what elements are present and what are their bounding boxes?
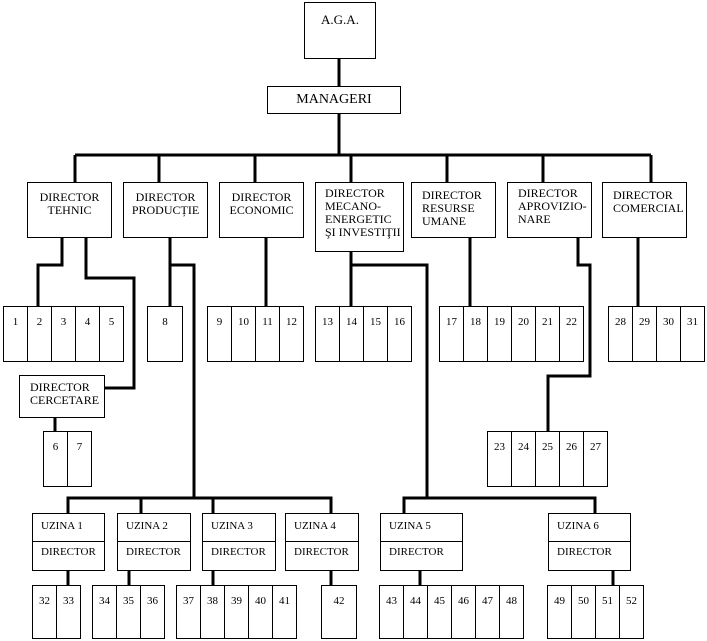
director-box-resurse: DIRECTOR RESURSE UMANE — [411, 182, 496, 238]
unit-cell: 41 — [272, 585, 297, 639]
director-label: DIRECTOR PRODUCȚIE — [131, 190, 200, 217]
unit-cell: 13 — [315, 306, 340, 362]
connector-line — [36, 238, 64, 306]
plant-director-label: DIRECTOR — [126, 546, 181, 558]
unit-cell: 38 — [200, 585, 225, 639]
plant-director-label: DIRECTOR — [294, 546, 349, 558]
plant-director-label: DIRECTOR — [211, 546, 266, 558]
unit-cell: 34 — [92, 585, 117, 639]
unit-cell: 39 — [224, 585, 249, 639]
unit-cell: 15 — [363, 306, 388, 362]
plant-box: UZINA 3 DIRECTOR — [202, 513, 276, 571]
unit-cell: 27 — [583, 431, 608, 487]
director-label: DIRECTOR CERCETARE — [30, 380, 100, 407]
plant-name: UZINA 3 — [203, 514, 275, 542]
unit-cell: 6 — [43, 431, 68, 487]
director-box-productie: DIRECTOR PRODUCȚIE — [123, 182, 208, 238]
unit-cell: 50 — [571, 585, 596, 639]
plant-box: UZINA 2 DIRECTOR — [117, 513, 191, 571]
unit-cell: 29 — [632, 306, 657, 362]
connector-line — [170, 263, 196, 498]
unit-cell: 24 — [511, 431, 536, 487]
unit-cell: 49 — [547, 585, 572, 639]
unit-cell: 37 — [176, 585, 201, 639]
director-box-aprovizionare: DIRECTOR APROVIZIO- NARE — [507, 182, 592, 238]
connector-line — [351, 263, 429, 498]
director-box-economic: DIRECTOR ECONOMIC — [219, 182, 304, 238]
unit-cell: 2 — [27, 306, 52, 362]
managers-box: MANAGERI — [267, 86, 401, 114]
director-label: DIRECTOR COMERCIAL — [613, 188, 684, 215]
plant-name: UZINA 2 — [118, 514, 190, 542]
director-box-tehnic: DIRECTOR TEHNIC — [27, 182, 112, 238]
unit-cell: 19 — [487, 306, 512, 362]
plant-name: UZINA 4 — [286, 514, 358, 542]
unit-cell: 25 — [535, 431, 560, 487]
director-label: DIRECTOR RESURSE UMANE — [422, 188, 482, 228]
connector-line — [84, 238, 136, 390]
connector-line — [402, 496, 597, 513]
plant-box: UZINA 5 DIRECTOR — [380, 513, 463, 571]
director-box-mecano: DIRECTOR MECANO- ENERGETIC ŞI INVESTIŢII — [315, 182, 404, 252]
unit-cell: 32 — [32, 585, 57, 639]
unit-cell: 44 — [403, 585, 428, 639]
director-box-comercial: DIRECTOR COMERCIAL — [602, 182, 687, 238]
director-label: DIRECTOR ECONOMIC — [229, 190, 294, 217]
unit-cell: 23 — [487, 431, 512, 487]
connector-line — [546, 238, 592, 431]
unit-cell: 40 — [248, 585, 273, 639]
director-label: DIRECTOR TEHNIC — [39, 190, 100, 217]
unit-cell: 45 — [427, 585, 452, 639]
unit-cell: 11 — [255, 306, 280, 362]
unit-cell: 5 — [99, 306, 124, 362]
unit-cell: 16 — [387, 306, 412, 362]
unit-cell: 43 — [379, 585, 404, 639]
unit-cell: 14 — [339, 306, 364, 362]
unit-cell: 1 — [3, 306, 28, 362]
unit-cell: 8 — [147, 306, 183, 362]
connector-line — [66, 496, 333, 513]
plant-director-label: DIRECTOR — [557, 546, 612, 558]
aga-label: A.G.A. — [321, 12, 359, 27]
plant-box: UZINA 6 DIRECTOR — [548, 513, 631, 571]
director-box-cercetare: DIRECTOR CERCETARE — [19, 375, 105, 418]
unit-cell: 35 — [116, 585, 141, 639]
unit-cell: 18 — [463, 306, 488, 362]
director-label: DIRECTOR APROVIZIO- NARE — [518, 186, 587, 226]
unit-cell: 48 — [499, 585, 524, 639]
unit-cell: 3 — [51, 306, 76, 362]
unit-cell: 52 — [619, 585, 644, 639]
plant-director-label: DIRECTOR — [41, 546, 96, 558]
unit-cell: 47 — [475, 585, 500, 639]
plant-box: UZINA 1 DIRECTOR — [32, 513, 105, 571]
unit-cell: 21 — [535, 306, 560, 362]
plant-box: UZINA 4 DIRECTOR — [285, 513, 359, 571]
unit-cell: 31 — [680, 306, 705, 362]
unit-cell: 26 — [559, 431, 584, 487]
unit-cell: 20 — [511, 306, 536, 362]
unit-cell: 30 — [656, 306, 681, 362]
plant-name: UZINA 6 — [549, 514, 630, 542]
unit-cell: 28 — [608, 306, 633, 362]
plant-director-label: DIRECTOR — [389, 546, 444, 558]
unit-cell: 42 — [321, 585, 357, 639]
unit-cell: 46 — [451, 585, 476, 639]
unit-cell: 9 — [207, 306, 232, 362]
unit-cell: 10 — [231, 306, 256, 362]
managers-label: MANAGERI — [296, 92, 372, 107]
unit-cell: 12 — [279, 306, 304, 362]
unit-cell: 4 — [75, 306, 100, 362]
unit-cell: 33 — [56, 585, 81, 639]
director-label: DIRECTOR MECANO- ENERGETIC ŞI INVESTIŢII — [325, 186, 401, 239]
plant-name: UZINA 1 — [33, 514, 104, 542]
unit-cell: 17 — [439, 306, 464, 362]
plant-name: UZINA 5 — [381, 514, 462, 542]
unit-cell: 51 — [595, 585, 620, 639]
aga-box: A.G.A. — [304, 2, 376, 59]
unit-cell: 7 — [67, 431, 92, 487]
unit-cell: 36 — [140, 585, 165, 639]
unit-cell: 22 — [559, 306, 584, 362]
